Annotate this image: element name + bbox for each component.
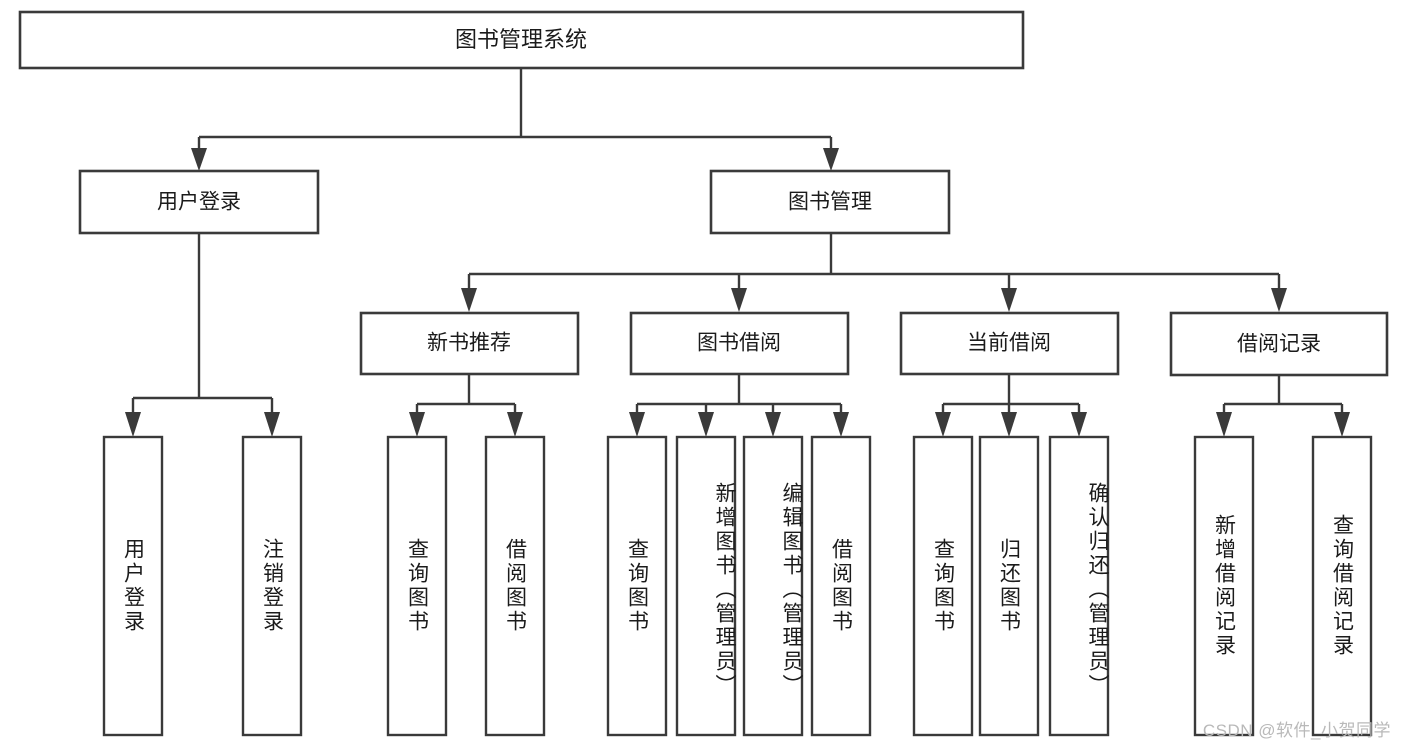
node-book-manage-box[interactable] [709,169,951,235]
node-layer: 图书管理系统 用户登录 图书管理 新书推荐 图书借阅 当前借阅 借阅记录 [18,10,1389,737]
arrow-to-leaf-user-login [125,412,141,437]
node-user-login-label: 用户登录 [157,191,241,214]
link-newbook-bus [415,374,517,420]
arrow-currentborrow-leaf-2 [1001,412,1017,437]
link-borrowrecord-bus [1222,375,1344,420]
node-book-borrow-box[interactable] [629,311,850,376]
leaf-box-current-confirm[interactable] [1048,435,1110,737]
arrow-to-new-book [461,288,477,312]
leaf-box-newbook-query[interactable] [386,435,448,737]
arrow-bookborrow-leaf-4 [833,412,849,437]
node-root-label: 图书管理系统 [455,27,587,52]
leaf-box-borrow-add[interactable] [675,435,737,737]
arrow-to-user-login [191,148,207,171]
arrow-currentborrow-leaf-3 [1071,412,1087,437]
leaf-box-borrow-lend[interactable] [810,435,872,737]
connector-layer [125,68,1350,437]
arrow-to-leaf-logout [264,412,280,437]
node-user-login-box[interactable] [78,169,320,235]
leaf-box-borrow-query[interactable] [606,435,668,737]
node-current-borrow-box[interactable] [899,311,1120,376]
link-userlogin-bus [131,233,274,420]
leaf-box-borrow-edit[interactable] [742,435,804,737]
arrow-to-current-borrow [1001,288,1017,312]
arrow-to-borrow-record [1271,288,1287,312]
node-new-book-label: 新书推荐 [427,332,511,355]
leaf-box-record-query[interactable] [1311,435,1373,737]
arrow-borrowrecord-leaf-1 [1216,412,1232,437]
node-root-box[interactable] [18,10,1025,70]
arrow-to-book-borrow [731,288,747,312]
arrow-bookborrow-leaf-2 [698,412,714,437]
arrow-bookborrow-leaf-1 [629,412,645,437]
leaf-box-current-return[interactable] [978,435,1040,737]
arrow-currentborrow-leaf-1 [935,412,951,437]
node-book-manage-label: 图书管理 [788,191,872,214]
arrow-bookborrow-leaf-3 [765,412,781,437]
node-new-book-box[interactable] [359,311,580,376]
leaf-box-user-login[interactable] [102,435,164,737]
link-root-bus [197,68,833,158]
node-current-borrow-label: 当前借阅 [967,332,1051,355]
node-borrow-record-box[interactable] [1169,311,1389,377]
arrow-borrowrecord-leaf-2 [1334,412,1350,437]
node-borrow-record-label: 借阅记录 [1237,333,1321,356]
leaf-box-current-query[interactable] [912,435,974,737]
leaf-box-record-add[interactable] [1193,435,1255,737]
arrow-newbook-leaf-1 [409,412,425,437]
link-bookborrow-bus [635,374,843,420]
leaf-box-logout[interactable] [241,435,303,737]
leaf-box-newbook-borrow[interactable] [484,435,546,737]
arrow-to-book-manage [823,148,839,171]
link-bookmanage-bus [467,233,1281,298]
csdn-watermark: CSDN @软件_小贺同学 [1202,721,1391,740]
arrow-newbook-leaf-2 [507,412,523,437]
node-book-borrow-label: 图书借阅 [697,332,781,355]
